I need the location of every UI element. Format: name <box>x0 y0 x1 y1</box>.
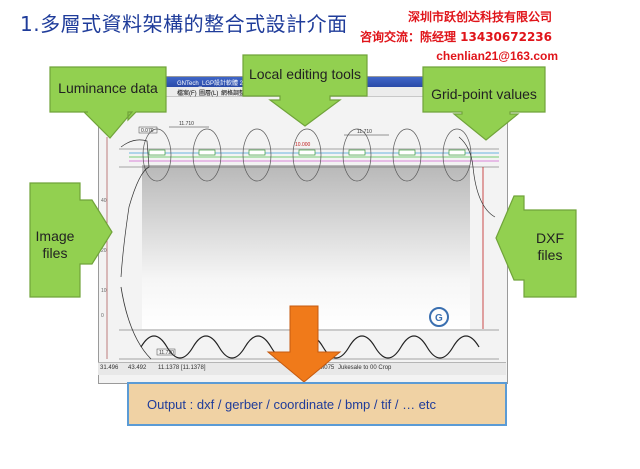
company-name: 深圳市跃创达科技有限公司 <box>407 10 552 24</box>
local-editing-label: Local editing tools <box>248 66 362 82</box>
menu-grid[interactable]: 網格調整(G) <box>221 91 254 97</box>
svg-text:10: 10 <box>101 288 107 294</box>
company-contact: 咨询交流：陈经理 13430672236 <box>359 30 552 44</box>
dim-top-right: 11.710 <box>357 129 372 135</box>
status-y: 43.492 <box>128 365 147 371</box>
image-files-label: Image files <box>35 228 75 261</box>
dim-top-center: 11.710 <box>179 121 194 127</box>
company-email: chenlian21@163.com <box>436 49 558 63</box>
svg-text:0: 0 <box>101 313 104 319</box>
output-formats-box: Output : dxf / gerber / coordinate / bmp… <box>127 382 507 426</box>
menu-file[interactable]: 檔案(F) <box>177 91 197 97</box>
menu-layer[interactable]: 圖層(L) <box>199 91 219 97</box>
window-title: GNTech_LGP設計軟體 2013 <box>177 81 254 87</box>
status-mode: Jukesale to 00 Crop <box>338 365 392 371</box>
dim-top-mid: 10.000 <box>295 142 311 148</box>
svg-text:30: 30 <box>101 223 107 229</box>
svg-text:40: 40 <box>101 198 107 204</box>
lgp-luminance-area <box>142 165 470 329</box>
status-x: 31.496 <box>100 365 119 371</box>
svg-text:G: G <box>435 313 443 324</box>
svg-text:20: 20 <box>101 248 107 254</box>
software-screenshot: GNTech_LGP設計軟體 2013 檔案(F) 圖層(L) 網格調整(G) … <box>98 76 508 384</box>
status-bar: 31.496 43.492 11.1378 [11.1378] 10.5113 … <box>98 362 506 375</box>
software-logo-icon <box>429 307 449 327</box>
luminance-label: Luminance data <box>58 80 158 96</box>
grid-point-label: Grid-point values <box>431 86 537 102</box>
dxf-files-label: DXF files <box>536 230 564 263</box>
status-coord: 11.1378 [11.1378] <box>158 365 206 371</box>
dim-bottom: 11.720 <box>159 350 174 356</box>
status-value: 10.5113 [3] M075 <box>288 365 335 371</box>
page-title: 1.多層式資料架構的整合式設計介面 <box>20 12 348 36</box>
output-formats-label: Output : dxf / gerber / coordinate / bmp… <box>147 396 437 412</box>
